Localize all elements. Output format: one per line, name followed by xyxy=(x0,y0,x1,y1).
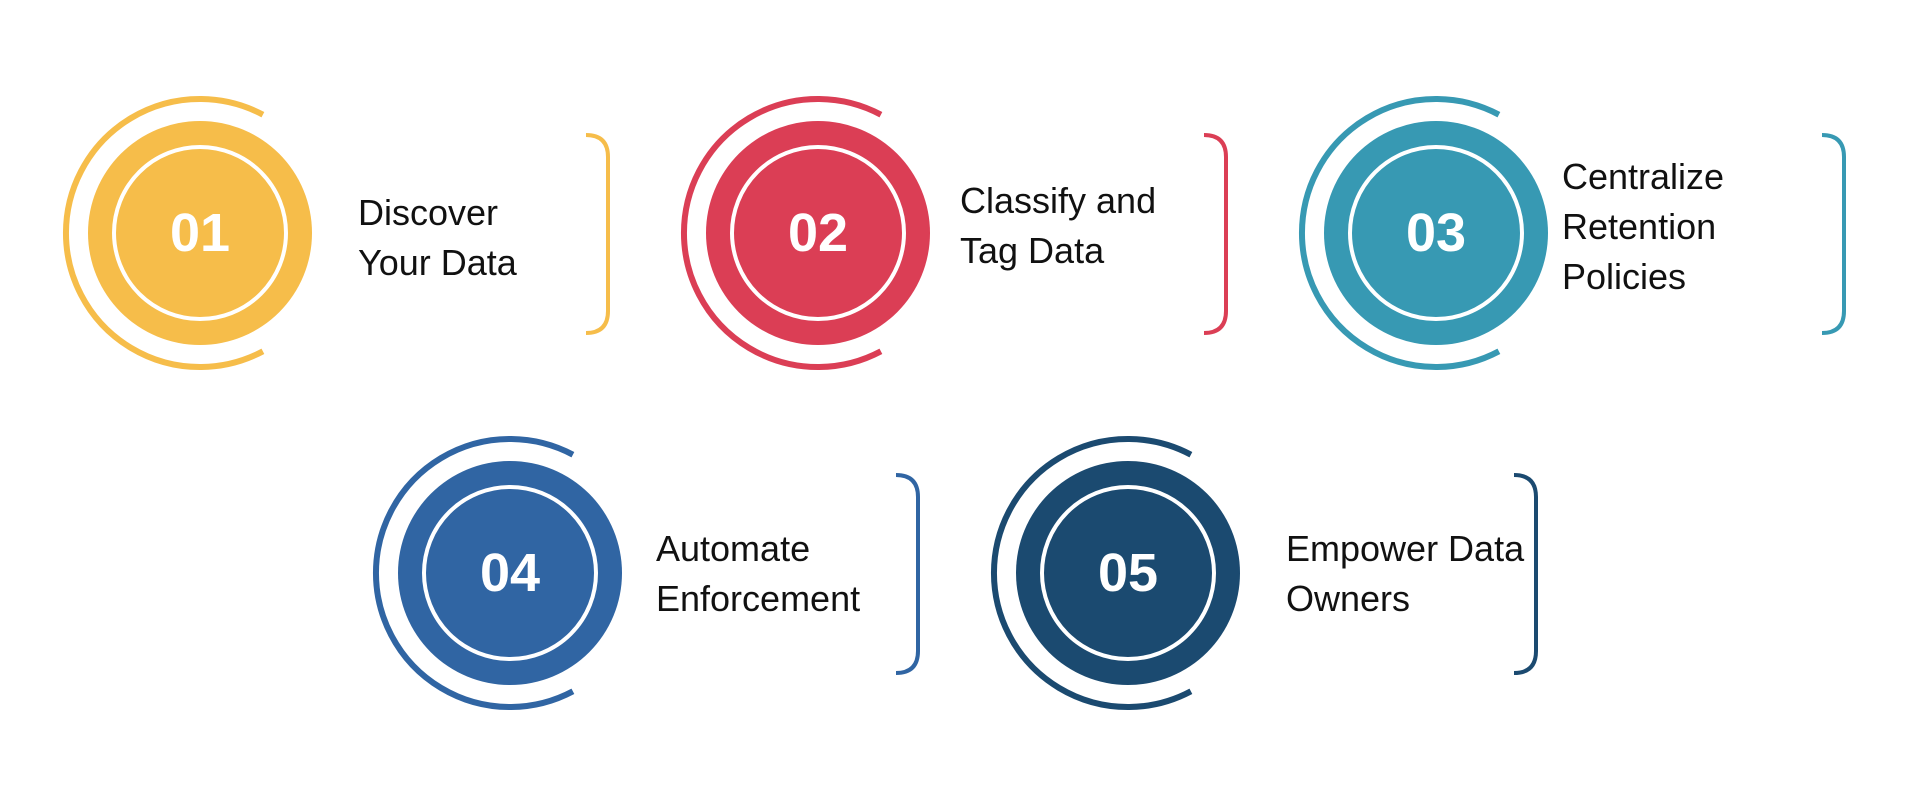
step-02-label: Classify and Tag Data xyxy=(960,180,1157,271)
step-04-bracket xyxy=(895,473,920,675)
step-02-outer-arc xyxy=(680,96,883,370)
step-05: 05 Empower Data Owners xyxy=(988,430,1588,720)
step-01-label: Discover Your Data xyxy=(358,192,517,283)
step-03-circle xyxy=(1324,121,1548,345)
step-02: 02 Classify and Tag Data xyxy=(678,90,1278,380)
step-02-inner-ring xyxy=(730,145,906,321)
step-05-graphic: 05 xyxy=(990,436,1538,710)
step-01-outer-arc xyxy=(62,96,265,370)
step-03-graphic: 03 xyxy=(1298,96,1846,370)
step-05-inner-ring xyxy=(1040,485,1216,661)
step-01-circle xyxy=(88,121,312,345)
step-01: 01 Discover Your Data xyxy=(60,90,660,380)
step-05-number: 05 xyxy=(1098,543,1158,603)
step-04-circle xyxy=(398,461,622,685)
step-02-graphic: 02 xyxy=(680,96,1228,370)
step-03-bracket xyxy=(1821,133,1846,335)
step-02-number: 02 xyxy=(788,203,848,263)
step-01-number: 01 xyxy=(170,203,230,263)
step-05-label: Empower Data Owners xyxy=(1286,528,1525,619)
step-05-outer-arc xyxy=(990,436,1193,710)
step-04-inner-ring xyxy=(422,485,598,661)
step-02-bracket xyxy=(1203,133,1228,335)
step-01-graphic: 01 xyxy=(62,96,610,370)
step-04-graphic: 04 xyxy=(372,436,920,710)
step-04-label: Automate Enforcement xyxy=(656,528,861,619)
step-05-circle xyxy=(1016,461,1240,685)
step-03-number: 03 xyxy=(1406,203,1466,263)
step-03: 03 Centralize Retention Policies xyxy=(1296,90,1896,380)
step-04: 04 Automate Enforcement xyxy=(370,430,970,720)
step-03-label: Centralize Retention Policies xyxy=(1562,156,1725,297)
step-01-inner-ring xyxy=(112,145,288,321)
step-03-outer-arc xyxy=(1298,96,1501,370)
step-04-outer-arc xyxy=(372,436,575,710)
step-01-bracket xyxy=(585,133,610,335)
step-04-number: 04 xyxy=(480,543,540,603)
step-02-circle xyxy=(706,121,930,345)
step-03-inner-ring xyxy=(1348,145,1524,321)
step-05-bracket xyxy=(1513,473,1538,675)
